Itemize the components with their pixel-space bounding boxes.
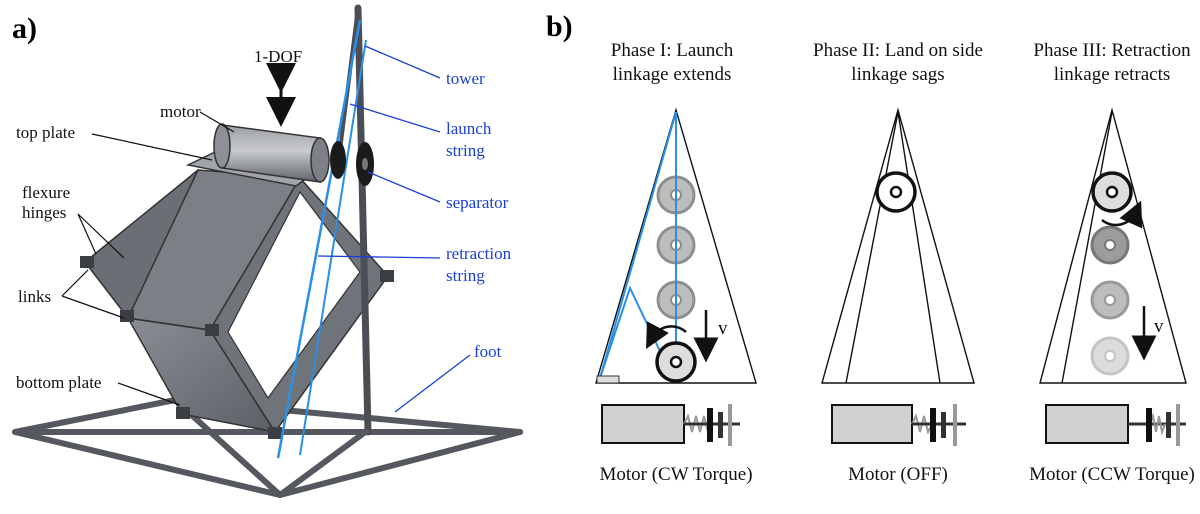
- black-leaders: [61, 111, 235, 406]
- panel-b: b) Phase I: Launch linkage extends: [546, 10, 1195, 485]
- phase-3-motor-caption: Motor (CCW Torque): [1029, 464, 1195, 485]
- phase-3-title: Phase III: Retraction: [1033, 40, 1191, 61]
- phase-1-anchor: [596, 375, 620, 384]
- phase-2: Phase II: Land on side linkage sags Moto…: [813, 40, 983, 485]
- label-links: links: [18, 287, 51, 306]
- phase-2-triangle: [821, 107, 975, 384]
- label-launch-string: string: [446, 141, 485, 160]
- phase-3-motor: [1045, 404, 1186, 446]
- label-launch: launch: [446, 119, 492, 138]
- phase-1-motor-caption: Motor (CW Torque): [599, 464, 752, 485]
- phase-1: Phase I: Launch linkage extends v: [595, 40, 757, 485]
- phase-3-velocity-label: v: [1154, 316, 1164, 337]
- label-foot: foot: [474, 342, 502, 361]
- phase-1-velocity-label: v: [718, 318, 728, 339]
- phase-3-rotation-arrow: [1101, 200, 1143, 229]
- label-separator: separator: [446, 193, 509, 212]
- phase-3-subtitle: linkage retracts: [1054, 64, 1171, 85]
- label-hinges: hinges: [22, 203, 66, 222]
- panel-b-label: b): [546, 10, 573, 43]
- phase-1-title: Phase I: Launch: [611, 40, 734, 61]
- separator: [330, 141, 374, 186]
- label-flexure: flexure: [22, 183, 70, 202]
- tower: [354, 4, 372, 436]
- phase-3-ghost-wheels: [1090, 225, 1130, 376]
- retraction-string: [299, 39, 367, 456]
- phase-2-title: Phase II: Land on side: [813, 40, 983, 61]
- launch-string: [276, 19, 362, 459]
- label-tower: tower: [446, 69, 485, 88]
- label-bottom-plate: bottom plate: [16, 373, 101, 392]
- panel-a: a): [12, 4, 523, 498]
- phase-1-triangle: [595, 107, 757, 384]
- label-retraction-string: string: [446, 266, 485, 285]
- motor: [213, 123, 330, 183]
- phase-2-motor-caption: Motor (OFF): [848, 464, 948, 485]
- label-motor: motor: [160, 102, 201, 121]
- phase-2-sagging-link: [845, 111, 899, 384]
- label-retraction: retraction: [446, 244, 512, 263]
- panel-a-label: a): [12, 12, 37, 45]
- phase-1-motor: [601, 404, 740, 446]
- phase-1-rotation-arrow: [646, 321, 687, 350]
- linkage-opening: [227, 190, 361, 400]
- foot-strut: [278, 427, 370, 498]
- blue-leaders: [317, 45, 471, 413]
- dof-label: 1-DOF: [254, 47, 302, 66]
- phase-3-triangle: [1039, 107, 1187, 384]
- phase-3: Phase III: Retraction linkage retracts v: [1029, 40, 1195, 485]
- phase-2-motor: [831, 404, 966, 446]
- phase-2-subtitle: linkage sags: [851, 64, 944, 85]
- label-top-plate: top plate: [16, 123, 75, 142]
- flexure-hinges: [80, 256, 394, 439]
- phase-1-subtitle: linkage extends: [613, 64, 732, 85]
